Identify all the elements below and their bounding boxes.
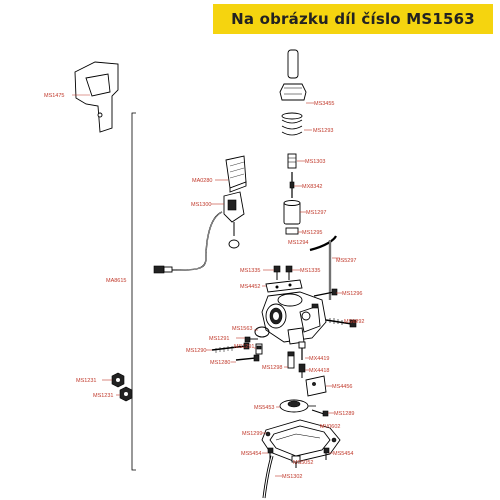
part-mx4418-jet: [298, 363, 306, 378]
part-ms1231-nut-lower: [119, 386, 133, 402]
label-ms1303: MS1303: [305, 159, 326, 165]
cable-connector: [153, 265, 165, 274]
label-ms1297: MS1297: [306, 210, 327, 216]
label-ms1294: MS1294: [288, 240, 309, 246]
label-ms1291-right: MS1291: [234, 344, 255, 350]
label-mx4419: MX4419: [309, 356, 330, 362]
part-ms5052-drain: [291, 455, 301, 468]
label-ms5297: MS5297: [336, 258, 357, 264]
label-ms1299: MS1299: [242, 431, 263, 437]
part-mx8342-needle: [289, 172, 295, 198]
label-ms5454-left: MS5454: [241, 451, 262, 457]
label-ms3455: MS3455: [314, 101, 335, 107]
part-ms3455-cap: [279, 49, 307, 101]
part-ms1297-slide: [283, 200, 301, 225]
part-ms4452-plate: [265, 279, 303, 293]
label-ma0280: MA0280: [192, 178, 213, 184]
label-ms1335-right: MS1335: [300, 268, 321, 274]
label-ma8615: MA8615: [106, 278, 127, 284]
part-ms1231-nut-upper: [111, 372, 125, 388]
part-ms1335-screws: [273, 265, 293, 280]
part-ms1290-screw: [211, 342, 250, 353]
label-ms1231-upper: MS1231: [76, 378, 97, 384]
part-ms1295-washer: [285, 227, 299, 235]
part-ms1289-pin: [311, 409, 329, 417]
label-ms1292: MS1292: [344, 319, 365, 325]
part-ms1292-screw: [325, 318, 357, 328]
label-ms1302: MS1302: [282, 474, 303, 480]
part-mx4419-jet: [298, 341, 306, 360]
label-mx8342: MX8342: [302, 184, 323, 190]
label-mv0602: MV0602: [320, 424, 341, 430]
label-ms5453: MS5453: [254, 405, 275, 411]
label-mx4418: MX4418: [309, 368, 330, 374]
label-ms1295: MS1295: [302, 230, 323, 236]
label-ms1289: MS1289: [334, 411, 355, 417]
part-ms5454-screw-right: [323, 447, 330, 460]
label-ms1293: MS1293: [313, 128, 334, 134]
choke-cable: [171, 211, 223, 271]
part-ms1280-screw: [235, 354, 260, 362]
part-ms1291-upper: [244, 336, 258, 343]
label-ms4456: MS4456: [332, 384, 353, 390]
label-ms1231-lower: MS1231: [93, 393, 114, 399]
part-ma0280-cap: [225, 155, 247, 193]
header-title: Na obrázku díl číslo MS1563: [231, 10, 475, 28]
part-ms1300-choke: [223, 191, 245, 249]
label-ms1300: MS1300: [191, 202, 212, 208]
label-ms1335-left: MS1335: [240, 268, 261, 274]
label-ms1291-left: MS1291: [209, 336, 230, 342]
label-ms5454-right: MS5454: [333, 451, 354, 457]
part-ms4456-float: [305, 375, 327, 397]
part-ms1475-bracket: [74, 61, 119, 133]
part-carburetor-body: [261, 291, 327, 345]
part-ms1563-oring: [254, 326, 270, 338]
label-ms1280: MS1280: [210, 360, 231, 366]
part-ms1303-clip: [287, 153, 297, 169]
label-ms1563: MS1563: [232, 326, 253, 332]
label-ms1290: MS1290: [186, 348, 207, 354]
label-ms5052: MS5052: [293, 460, 314, 466]
label-ms1296: MS1296: [342, 291, 363, 297]
part-ms1299-float-bowl: [261, 419, 341, 463]
part-ms1293-spring: [281, 112, 303, 136]
header-banner: Na obrázku díl číslo MS1563: [213, 4, 493, 34]
part-ms1298-jet: [287, 351, 295, 369]
label-ms1475: MS1475: [44, 93, 65, 99]
label-ms4452: MS4452: [240, 284, 261, 290]
group-bracket: [131, 112, 136, 471]
part-ms5453-seat: [279, 399, 316, 413]
label-ms1298: MS1298: [262, 365, 283, 371]
part-ms1291-lower: [255, 343, 263, 355]
part-ms1296-screw: [313, 288, 338, 297]
